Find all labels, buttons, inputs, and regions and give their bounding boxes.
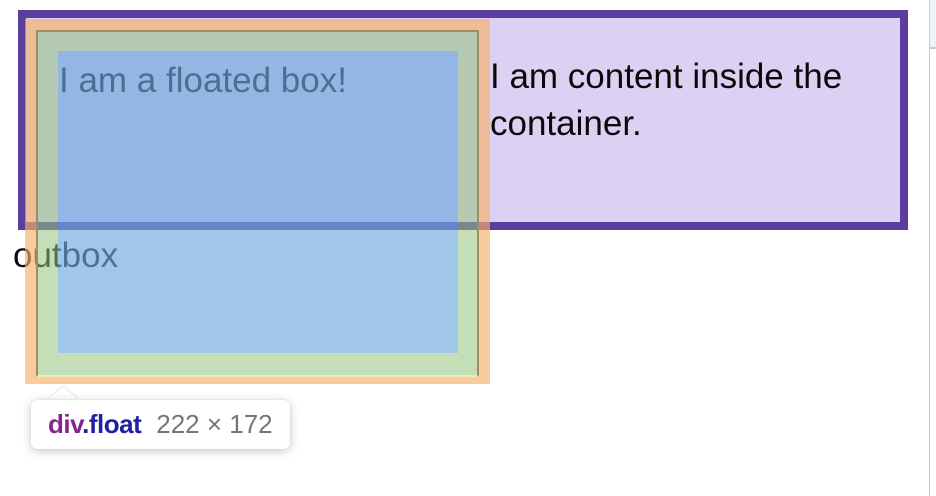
tooltip-dimensions: 222 × 172 [156,409,273,439]
tooltip-arrow-icon [47,387,79,400]
tooltip-class-name: .float [82,409,142,439]
devtools-tooltip: div.float 222 × 172 [31,400,290,449]
scrollbar-thumb[interactable] [930,0,936,49]
tooltip-selector: div.float [48,409,142,440]
container-text: I am content inside the container. [490,53,842,147]
outbox-text: outbox [13,236,119,275]
container-text-line1: I am content inside the [490,57,843,96]
container-text-line2: container. [490,104,642,143]
tooltip-tag-name: div [48,409,83,439]
viewport-edge-line [929,0,930,496]
float-box-text: I am a floated box! [59,61,347,100]
